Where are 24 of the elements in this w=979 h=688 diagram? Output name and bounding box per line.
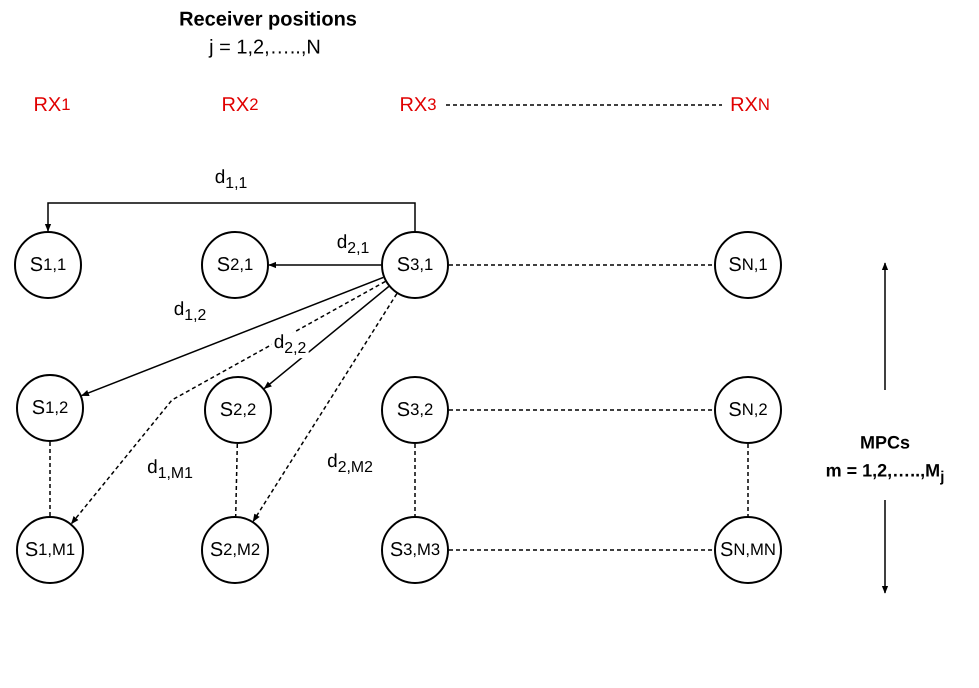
range-label: m = 1,2,…..,M$_{j}$	[826, 460, 944, 486]
dashed-line	[234, 444, 238, 516]
axis-label: MPCs	[860, 432, 910, 454]
title: Receiver positions	[179, 8, 357, 32]
dashed-line	[449, 549, 714, 551]
edge-label: d$_{2,1}$	[334, 232, 372, 258]
dashed-line	[449, 409, 714, 411]
dashed-line	[449, 264, 714, 266]
dashed-line	[49, 442, 51, 516]
edge-label: d$_{2,M2}$	[325, 451, 375, 477]
arrow	[268, 262, 381, 268]
arrow	[252, 293, 398, 522]
dashed-line	[747, 444, 749, 516]
edge-label: d$_{1,M1}$	[145, 457, 195, 483]
edge-label: d$_{1,1}$	[212, 167, 250, 193]
dashed-line	[446, 104, 722, 106]
arrow	[80, 276, 384, 396]
arrow	[44, 202, 416, 232]
arrow	[264, 286, 390, 390]
arrow	[70, 280, 386, 524]
edge-label: d$_{2,2}$	[272, 332, 308, 358]
range-label: j = 1,2,…..,N	[209, 36, 321, 60]
edge-label: d$_{1,2}$	[172, 299, 208, 325]
dashed-line	[414, 444, 416, 516]
